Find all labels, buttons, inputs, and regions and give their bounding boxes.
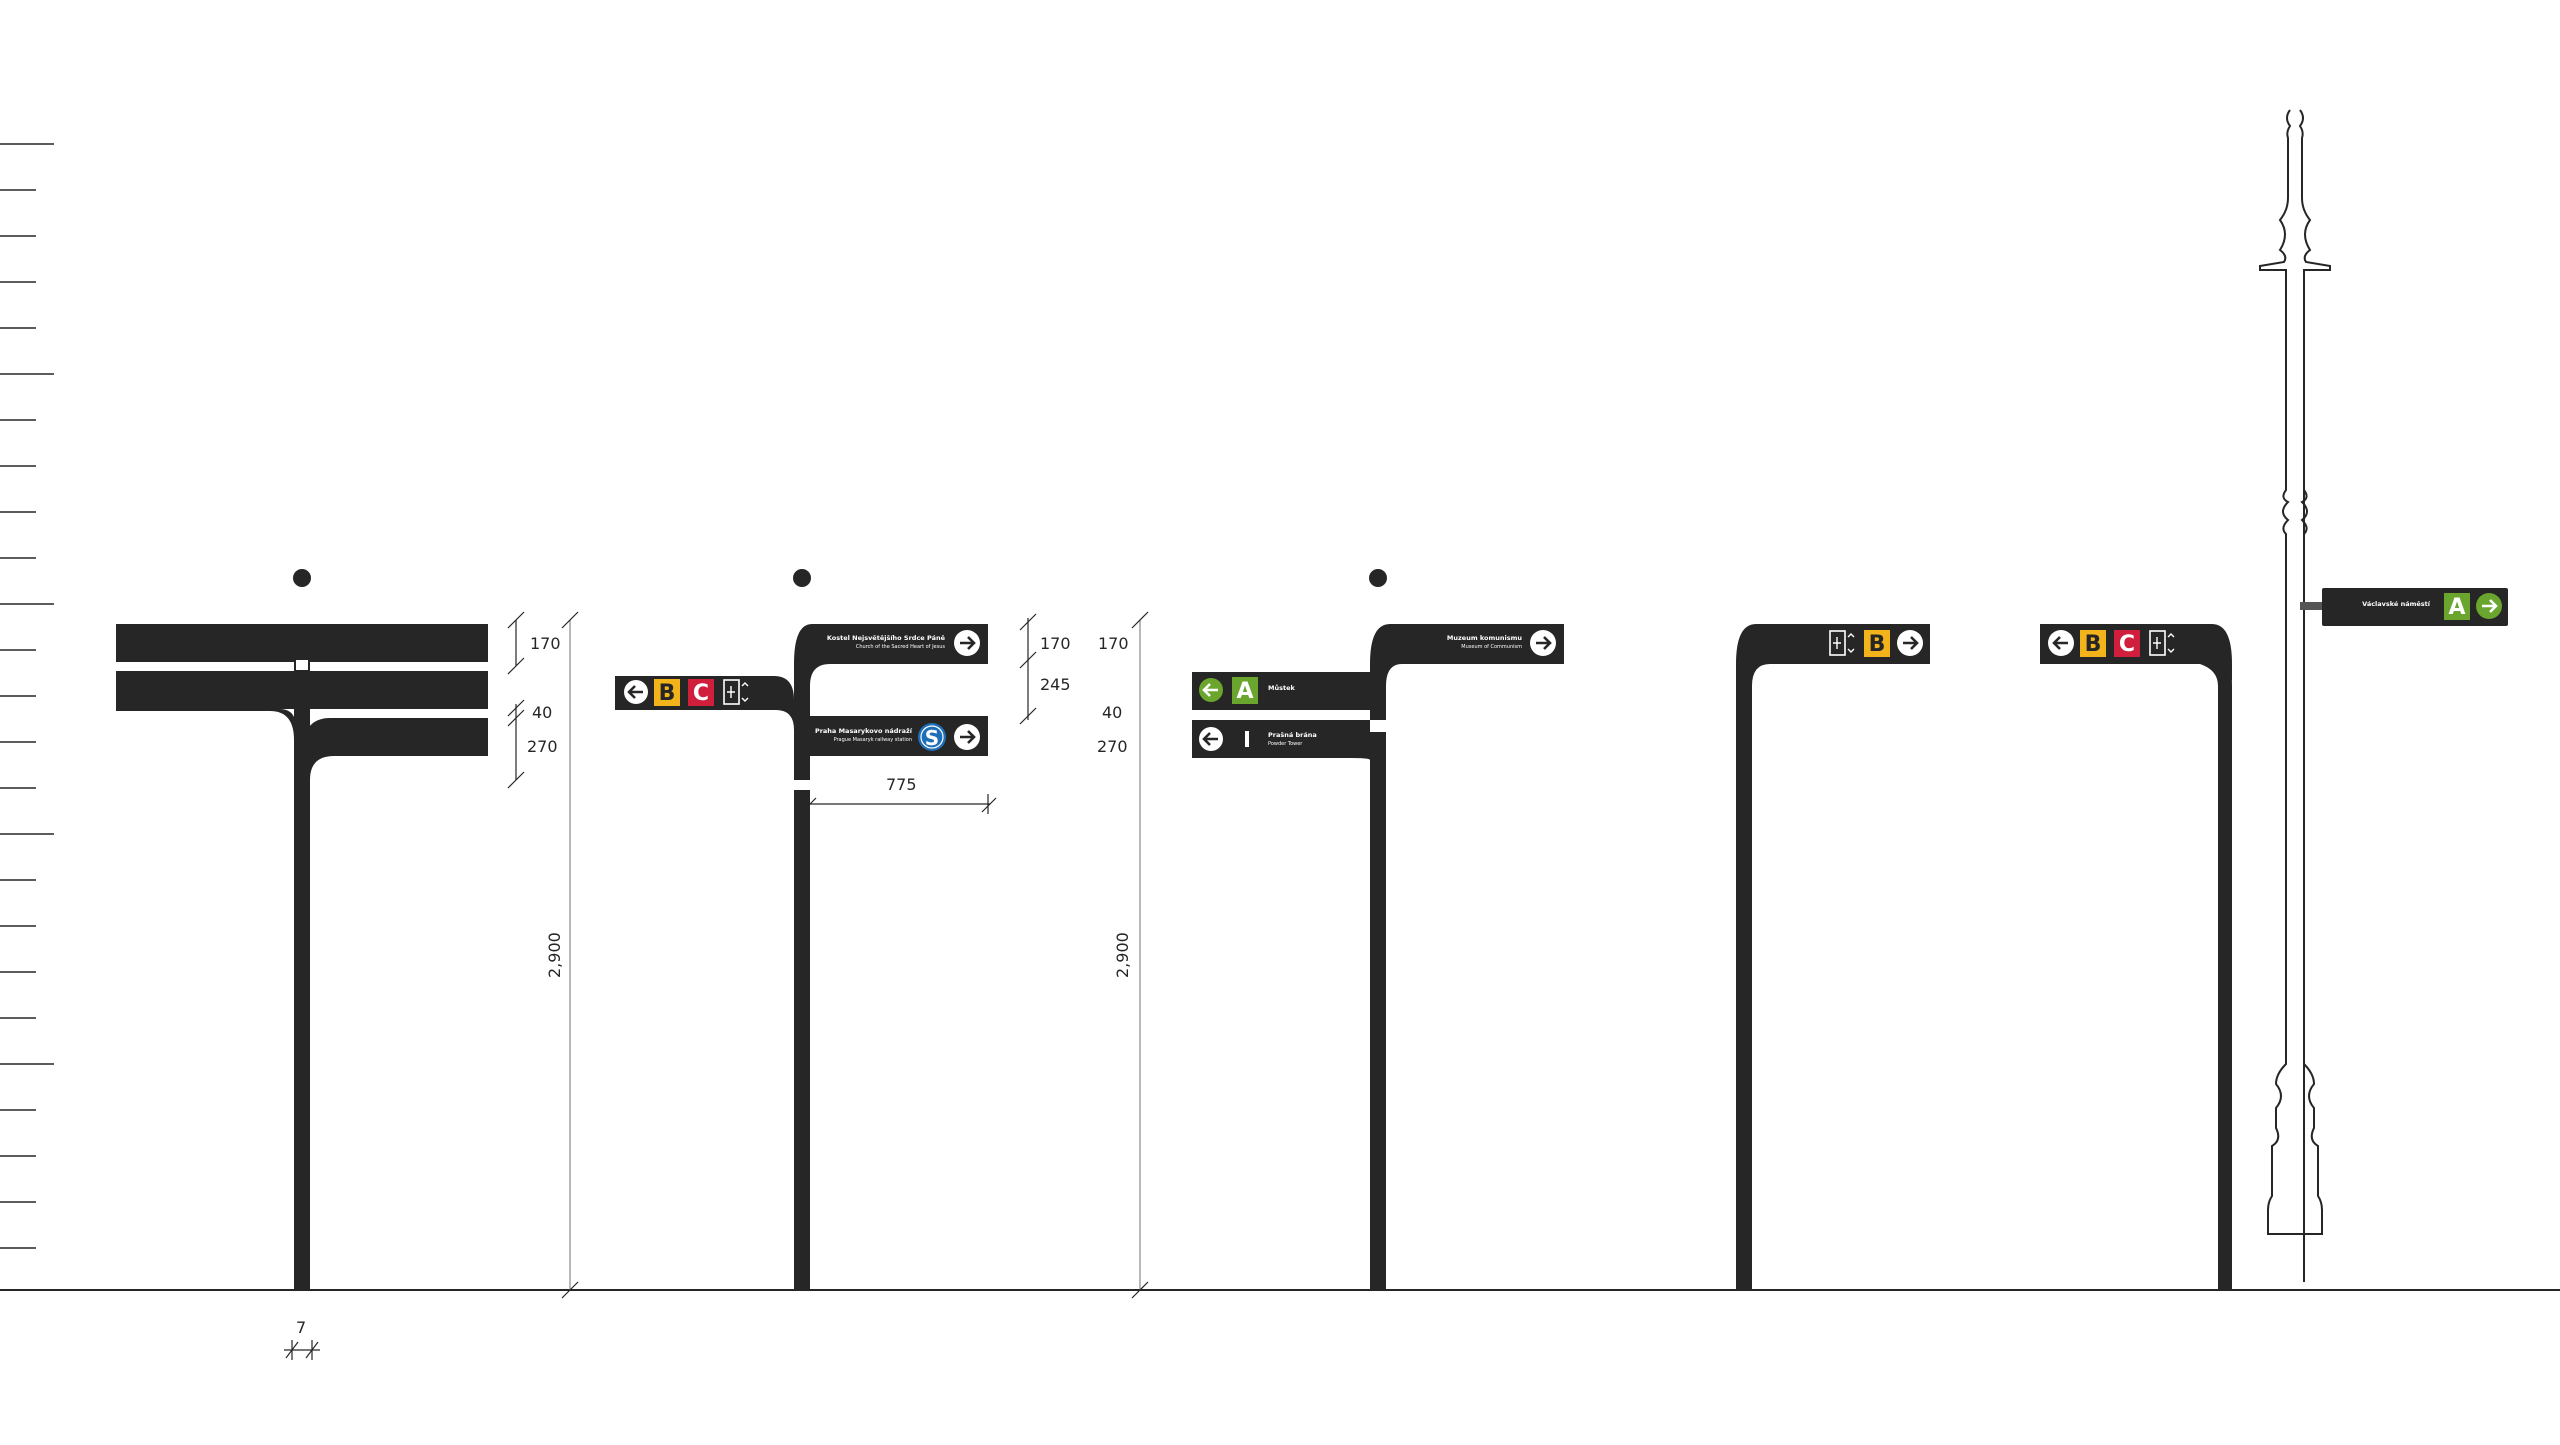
post-1-panel-middle <box>116 671 488 709</box>
praha-en-label: Prague Masaryk railway station <box>834 737 912 743</box>
lamp-bracket <box>2300 602 2324 610</box>
church-en-label: Church of the Sacred Heart of Jesus <box>856 644 945 650</box>
dim-label-170: 170 <box>1040 634 1071 653</box>
line-b-label: B <box>1869 632 1886 657</box>
dim-label-270: 270 <box>1097 737 1128 756</box>
tower-icon <box>1245 731 1249 747</box>
dot-icon <box>1369 569 1387 587</box>
mustek-label: Můstek <box>1268 683 1295 692</box>
post-3-dimensions <box>1131 611 1149 1299</box>
elevator-icon <box>1829 630 1846 656</box>
line-b-badge <box>1864 630 1890 657</box>
s-train-icon <box>918 723 946 751</box>
line-c-label: C <box>2119 632 2135 657</box>
dim-label-40: 40 <box>532 703 552 722</box>
museum-main-label: Muzeum komunismu <box>1447 634 1522 642</box>
wenceslas-label: Václavské náměstí <box>2362 600 2431 608</box>
post-5: B C <box>2040 624 2232 1290</box>
post-1-panel-top <box>116 624 488 662</box>
line-a-badge <box>2444 593 2470 620</box>
elevator-icon <box>723 679 740 705</box>
dim-label-2900: 2,900 <box>1113 932 1132 978</box>
dot-icon <box>293 569 311 587</box>
post-3: A Můstek Prašná brána Powder Tower Muzeu… <box>1192 569 1564 1290</box>
line-c-badge <box>688 679 714 706</box>
s-train-label: S <box>925 726 939 750</box>
post-1-arm <box>116 709 488 1290</box>
line-c-badge <box>2114 630 2140 657</box>
dim-label-2900: 2,900 <box>545 932 564 978</box>
post-4: B <box>1736 624 1930 1290</box>
dot-icon <box>793 569 811 587</box>
height-scale <box>0 143 54 1249</box>
line-b-label: B <box>659 681 676 706</box>
line-c-label: C <box>693 681 709 706</box>
post-1-dimensions <box>284 611 579 1360</box>
station-en-label: Powder Tower <box>1268 741 1303 747</box>
post-4-frame <box>1736 624 1930 1290</box>
museum-en-label: Museum of Communism <box>1461 644 1522 650</box>
post-5-frame <box>2040 624 2232 1290</box>
line-b-label: B <box>2085 632 2102 657</box>
line-b-badge <box>2080 630 2106 657</box>
post-2-frame <box>615 676 794 1290</box>
post-2: B C Kostel Nejsvětějšího Srdce Páně Chur… <box>615 569 988 1290</box>
post-3-frame <box>1370 624 1564 1290</box>
line-a-badge <box>1232 677 1258 704</box>
dim-label-245: 245 <box>1040 675 1071 694</box>
post-2-dimensions <box>801 613 1037 814</box>
line-a-label: A <box>1236 679 1253 704</box>
dim-label-170: 170 <box>1098 634 1129 653</box>
post-1-schematic <box>116 569 488 1290</box>
praha-main-label: Praha Masarykovo nádraží <box>815 727 913 735</box>
church-main-label: Kostel Nejsvětějšího Srdce Páně <box>827 634 946 642</box>
dim-label-170: 170 <box>530 634 561 653</box>
dim-label-775: 775 <box>886 775 917 794</box>
line-a-label: A <box>2448 595 2465 620</box>
dim-label-270: 270 <box>527 737 558 756</box>
dim-label-40: 40 <box>1102 703 1122 722</box>
station-main-label: Prašná brána <box>1268 731 1317 739</box>
lamp-post <box>2259 109 2331 1282</box>
dim-label-7: 7 <box>296 1318 306 1337</box>
line-b-badge <box>654 679 680 706</box>
elevator-icon <box>2149 630 2166 656</box>
